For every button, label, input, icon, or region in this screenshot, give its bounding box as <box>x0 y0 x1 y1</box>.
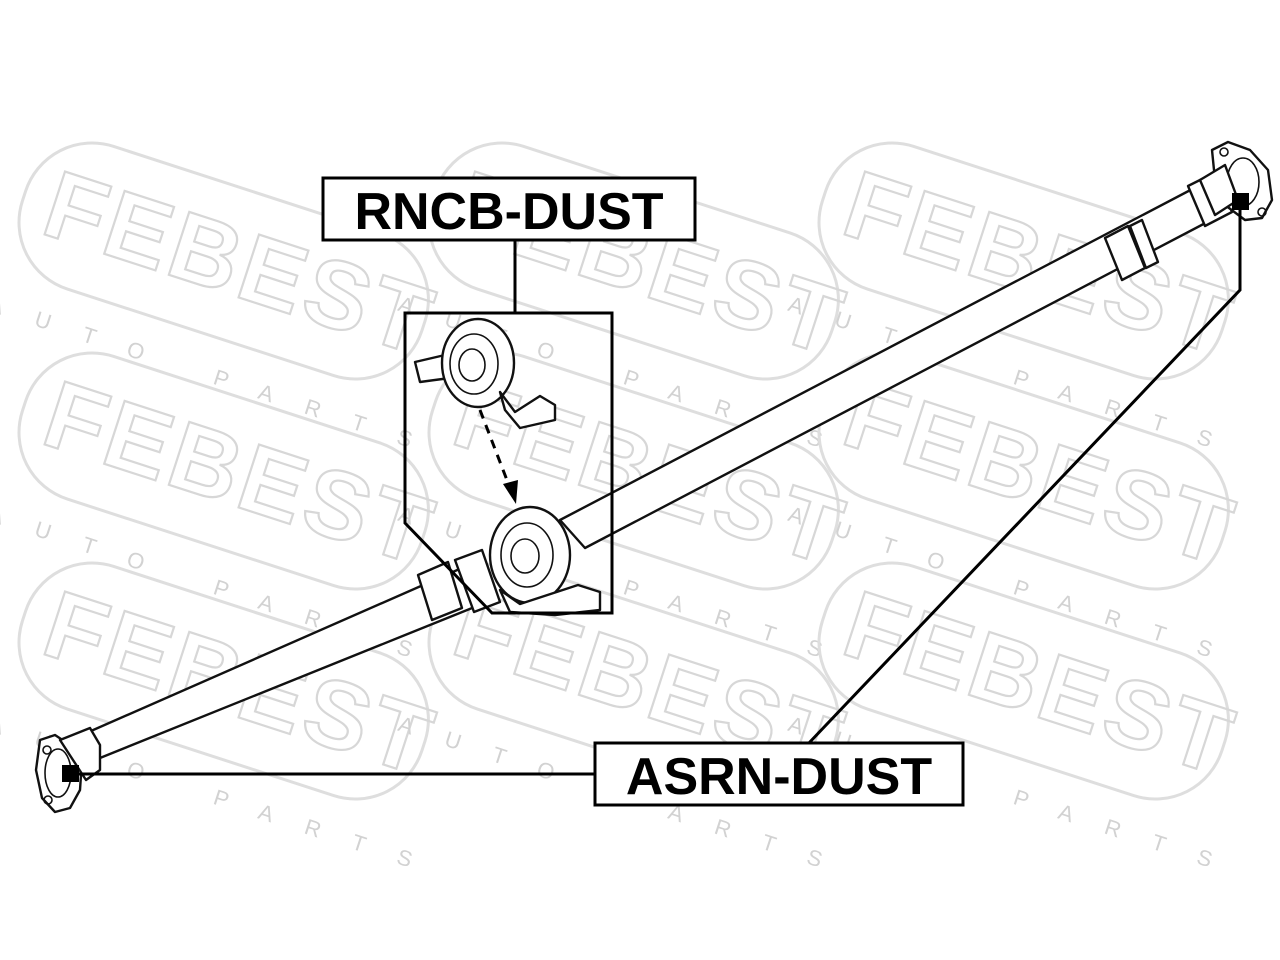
propeller-shaft-icon <box>73 170 1234 762</box>
label-asrn: ASRN-DUST <box>593 741 965 807</box>
center-bearing-detail <box>403 311 614 615</box>
leader-lines <box>62 193 1249 782</box>
rear-marker-icon <box>1232 193 1249 210</box>
part-number-center-bearing: RNCB-DUST <box>354 183 663 241</box>
center-bearing-icon <box>413 317 557 430</box>
rear-flange-icon <box>1198 140 1274 222</box>
label-rncb: RNCB-DUST <box>321 176 697 242</box>
front-marker-icon <box>62 765 79 782</box>
part-number-shaft-assembly: ASRN-DUST <box>626 748 932 806</box>
install-arrow-icon <box>478 409 518 504</box>
installed-center-bearing-icon <box>488 505 602 617</box>
